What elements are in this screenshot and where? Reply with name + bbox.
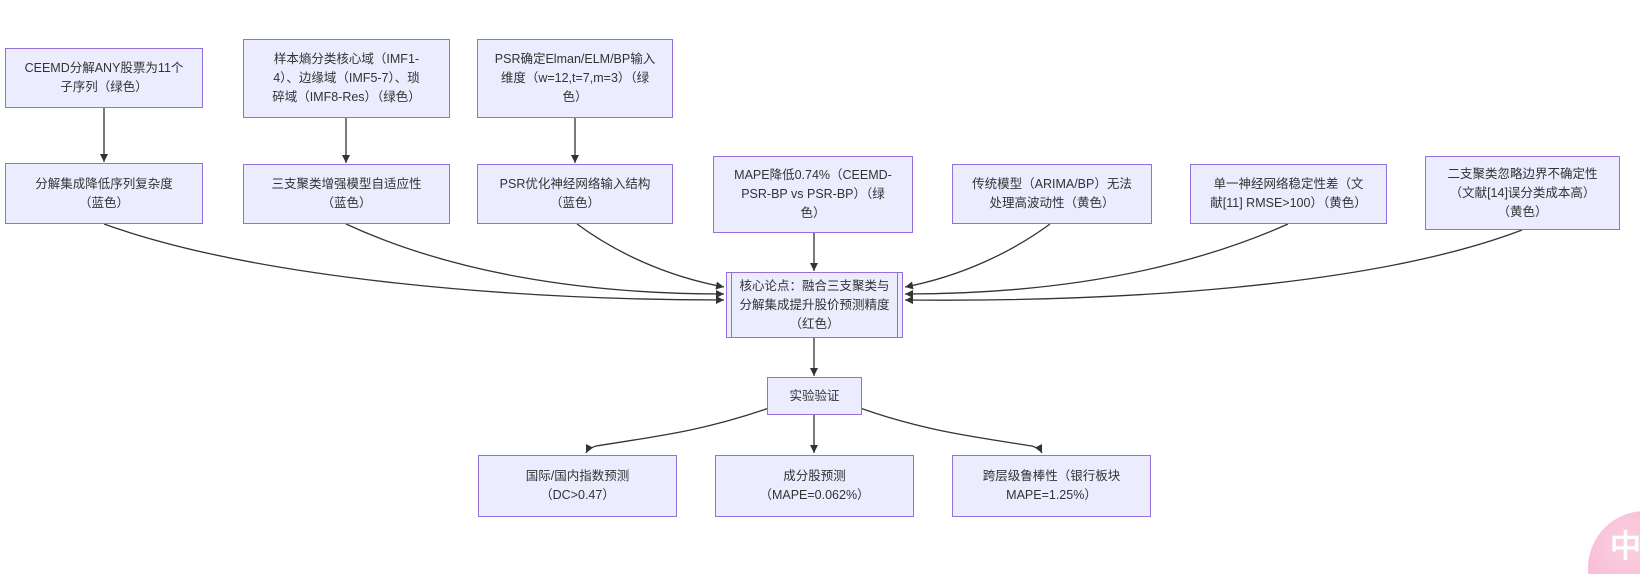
- node-label: 分解集成降低序列复杂度 （蓝色）: [35, 176, 173, 210]
- edge-singlenn-to-core: [904, 223, 1289, 298]
- node-psr-structure-benefit: PSR优化神经网络输入结构 （蓝色）: [477, 164, 673, 224]
- node-label: 实验验证: [789, 388, 840, 403]
- node-traditional-model-limit: 传统模型（ARIMA/BP）无法 处理高波动性（黄色）: [952, 164, 1152, 224]
- node-label: MAPE降低0.74%（CEEMD- PSR-BP vs PSR-BP）（绿 色…: [734, 168, 892, 220]
- node-label: 三支聚类增强模型自适应性 （蓝色）: [271, 177, 422, 210]
- node-core-thesis: 核心论点：融合三支聚类与 分解集成提升股价预测精度 （红色）: [726, 272, 903, 338]
- edge-experiment-to-robustness: [859, 407, 1043, 454]
- subroutine-border-line: [731, 273, 732, 337]
- node-label: 传统模型（ARIMA/BP）无法 处理高波动性（黄色）: [972, 177, 1132, 210]
- node-mape-reduction: MAPE降低0.74%（CEEMD- PSR-BP vs PSR-BP）（绿 色…: [713, 156, 913, 233]
- node-label: 样本熵分类核心域（IMF1- 4）、边缘域（IMF5-7）、琐 碎域（IMF8-…: [272, 52, 421, 104]
- edge-threeway-to-core: [345, 223, 725, 298]
- translate-float-button-label: 中A: [1610, 529, 1640, 564]
- node-twoway-clustering-limit: 二支聚类忽略边界不确定性 （文献[14]误分类成本高） （黄色）: [1425, 156, 1620, 230]
- node-constituent-prediction: 成分股预测 （MAPE=0.062%）: [715, 455, 914, 517]
- edge-traditional-to-core: [904, 223, 1051, 290]
- subroutine-border-line: [897, 273, 898, 337]
- node-psr-input-dimension: PSR确定Elman/ELM/BP输入 维度（w=12,t=7,m=3）（绿 色…: [477, 39, 673, 118]
- node-threeway-adaptivity: 三支聚类增强模型自适应性 （蓝色）: [243, 164, 450, 224]
- node-index-prediction: 国际/国内指数预测 （DC>0.47）: [478, 455, 677, 517]
- edge-twoway-to-core: [904, 229, 1523, 305]
- node-label: PSR确定Elman/ELM/BP输入 维度（w=12,t=7,m=3）（绿 色…: [494, 52, 656, 104]
- node-label: 核心论点：融合三支聚类与 分解集成提升股价预测精度 （红色）: [739, 278, 890, 331]
- node-label: 跨层级鲁棒性（银行板块 MAPE=1.25%）: [982, 469, 1121, 502]
- node-label: 国际/国内指数预测 （DC>0.47）: [525, 469, 630, 502]
- node-label: 单一神经网络稳定性差（文 献[11] RMSE>100）（黄色）: [1210, 177, 1367, 210]
- node-ceemd-decompose: CEEMD分解ANY股票为11个 子序列（绿色）: [5, 48, 203, 108]
- node-decomposition-benefit: 分解集成降低序列复杂度 （蓝色）: [5, 163, 203, 224]
- node-entropy-classification: 样本熵分类核心域（IMF1- 4）、边缘域（IMF5-7）、琐 碎域（IMF8-…: [243, 39, 450, 118]
- translate-float-button[interactable]: 中A: [1588, 511, 1640, 574]
- node-label: 二支聚类忽略边界不确定性 （文献[14]误分类成本高） （黄色）: [1447, 166, 1598, 219]
- edge-decomposition-to-core: [103, 223, 725, 304]
- node-label: 成分股预测 （MAPE=0.062%）: [759, 469, 870, 502]
- node-label: CEEMD分解ANY股票为11个 子序列（绿色）: [24, 61, 184, 94]
- edge-experiment-to-index: [585, 407, 770, 454]
- node-single-nn-limit: 单一神经网络稳定性差（文 献[11] RMSE>100）（黄色）: [1190, 164, 1387, 224]
- node-experiment-validation: 实验验证: [767, 377, 862, 415]
- node-label: PSR优化神经网络输入结构 （蓝色）: [499, 177, 651, 210]
- edge-psrstructure-to-core: [576, 223, 725, 290]
- node-cross-level-robustness: 跨层级鲁棒性（银行板块 MAPE=1.25%）: [952, 455, 1151, 517]
